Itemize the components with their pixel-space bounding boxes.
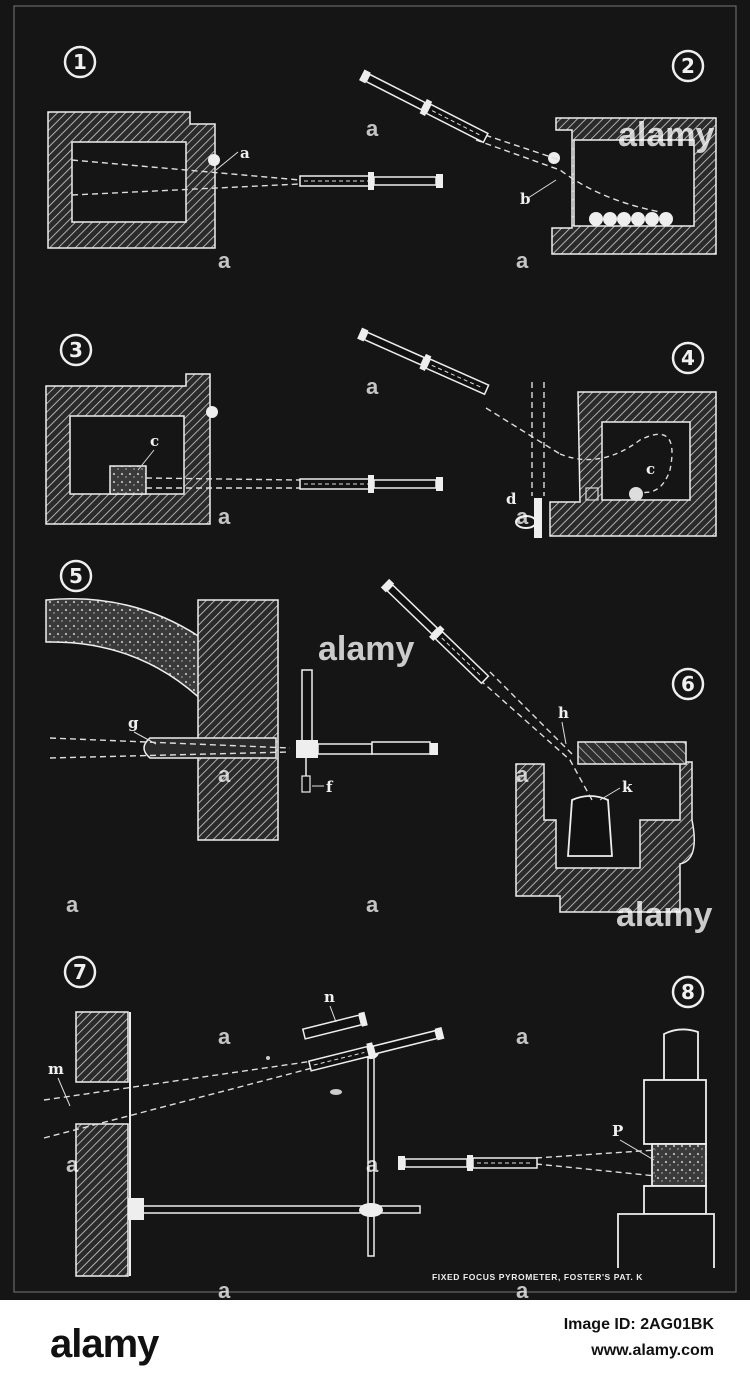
svg-text:3: 3 — [69, 338, 83, 362]
panel-7-wall-upper — [75, 1011, 129, 1083]
panel-7-pyrometer-tube — [307, 1027, 445, 1072]
panel-1: 1 a — [47, 45, 443, 249]
label-c-3: c — [150, 432, 159, 450]
panel-7: 7 m n — [43, 955, 445, 1277]
panel-7-spare-tube-n — [301, 1011, 368, 1040]
panel-6: 6 k h — [380, 578, 705, 913]
panel-6-sight-beam — [479, 671, 593, 801]
watermark-mark: a — [516, 1278, 529, 1300]
panel-4-flame — [559, 433, 673, 494]
alamy-logo: alamy — [50, 1322, 159, 1366]
label-g: g — [128, 714, 139, 732]
panel-1-pyrometer-tube — [299, 172, 443, 190]
figure-caption: FIXED FOCUS PYROMETER, FOSTER'S PAT. K — [432, 1272, 643, 1282]
watermark-mark: a — [366, 116, 379, 141]
panel-2-ingots — [589, 212, 673, 226]
panel-1-sight-plug — [208, 154, 220, 166]
panel-3-pyrometer-tube — [299, 475, 443, 493]
panel-4-sight-beam — [485, 407, 561, 455]
watermark-alamy-lower-right: alamy — [616, 896, 712, 934]
panel-2-furnace — [551, 117, 717, 255]
panel-5-fixture — [296, 669, 438, 793]
panel-4-number-badge: 4 — [671, 341, 705, 375]
panel-1-number-badge: 1 — [63, 45, 97, 79]
panel-3: 3 c — [45, 333, 443, 525]
panel-8-number-badge: 8 — [671, 975, 705, 1009]
label-d: d — [506, 490, 517, 508]
panel-1-sight-beam — [71, 159, 301, 196]
watermark-mark: a — [66, 1152, 79, 1177]
panel-1-furnace — [47, 111, 216, 249]
panel-5: 5 g f — [45, 559, 438, 841]
panel-6-furnace-body — [515, 761, 695, 913]
label-n: n — [324, 988, 335, 1006]
site-url[interactable]: www.alamy.com — [591, 1342, 714, 1359]
label-p: P — [612, 1122, 623, 1140]
panel-4-object-c — [629, 487, 643, 501]
panel-4: 4 c d — [357, 327, 717, 538]
watermark-mark: a — [516, 762, 529, 787]
panel-7-wall-lower — [75, 1123, 129, 1277]
svg-text:4: 4 — [681, 346, 695, 370]
watermark-mark: a — [218, 1024, 231, 1049]
label-b: b — [520, 190, 531, 208]
watermark-mark: a — [366, 374, 379, 399]
panel-7-sight-beam — [43, 1059, 321, 1139]
panel-5-wall — [197, 599, 279, 841]
panel-4-mirror-d — [515, 498, 542, 538]
panel-4-pyrometer-tube — [357, 327, 490, 396]
watermark-mark: a — [516, 248, 529, 273]
label-f: f — [326, 778, 334, 796]
pyrometer-plate: 1 a 2 b — [0, 0, 750, 1300]
panel-3-number-badge: 3 — [59, 333, 93, 367]
label-m: m — [48, 1060, 64, 1078]
label-k: k — [622, 778, 633, 796]
label-h: h — [558, 704, 569, 722]
watermark-mark: a — [218, 248, 231, 273]
image-id: Image ID: 2AG01BK — [563, 1316, 714, 1333]
svg-text:1: 1 — [73, 50, 87, 74]
svg-text:7: 7 — [73, 960, 87, 984]
watermark-mark: a — [366, 892, 379, 917]
panel-8-pyrometer-tube — [398, 1155, 538, 1171]
watermark-mark: a — [516, 1024, 529, 1049]
panel-4-vertical-sight — [531, 382, 545, 496]
panel-2: 2 b — [359, 49, 717, 255]
watermark-alamy-center: alamy — [318, 630, 414, 668]
label-a: a — [240, 144, 250, 162]
panel-2-sight-beam — [475, 131, 661, 213]
panel-6-pyrometer-tube — [380, 578, 490, 685]
watermark-mark: a — [218, 1278, 231, 1300]
panel-5-number-badge: 5 — [59, 559, 93, 593]
panel-3-object-c — [109, 465, 147, 495]
panel-6-crucible-k — [567, 795, 613, 857]
watermark-mark: a — [366, 1152, 379, 1177]
panel-2-pyrometer-tube — [359, 69, 489, 144]
stock-footer: alamy Image ID: 2AG01BK www.alamy.com — [0, 1300, 750, 1390]
watermark-mark: a — [218, 504, 231, 529]
panel-8: 8 P — [398, 975, 715, 1268]
watermark-mark: a — [218, 762, 231, 787]
watermark-mark: a — [516, 504, 529, 529]
panel-2-number-badge: 2 — [671, 49, 705, 83]
panel-6-cover — [577, 741, 687, 765]
svg-text:2: 2 — [681, 54, 695, 78]
panel-7-number-badge: 7 — [63, 955, 97, 989]
svg-text:5: 5 — [69, 564, 83, 588]
panel-3-furnace — [45, 373, 211, 525]
watermark-mark: a — [66, 892, 79, 917]
panel-3-sight-plug — [206, 406, 218, 418]
watermark-layer: alamy alamy alamy a a a a a a a a a a a … — [66, 116, 714, 1300]
label-c-4: c — [646, 460, 655, 478]
panel-8-press — [617, 1028, 715, 1268]
panel-3-sight-beam — [145, 477, 301, 489]
panel-6-number-badge: 6 — [671, 667, 705, 701]
panel-8-sight-beam — [535, 1149, 657, 1177]
svg-text:6: 6 — [681, 672, 695, 696]
watermark-alamy-top-right: alamy — [618, 116, 714, 154]
svg-text:8: 8 — [681, 980, 695, 1004]
plate-border — [13, 5, 737, 1293]
